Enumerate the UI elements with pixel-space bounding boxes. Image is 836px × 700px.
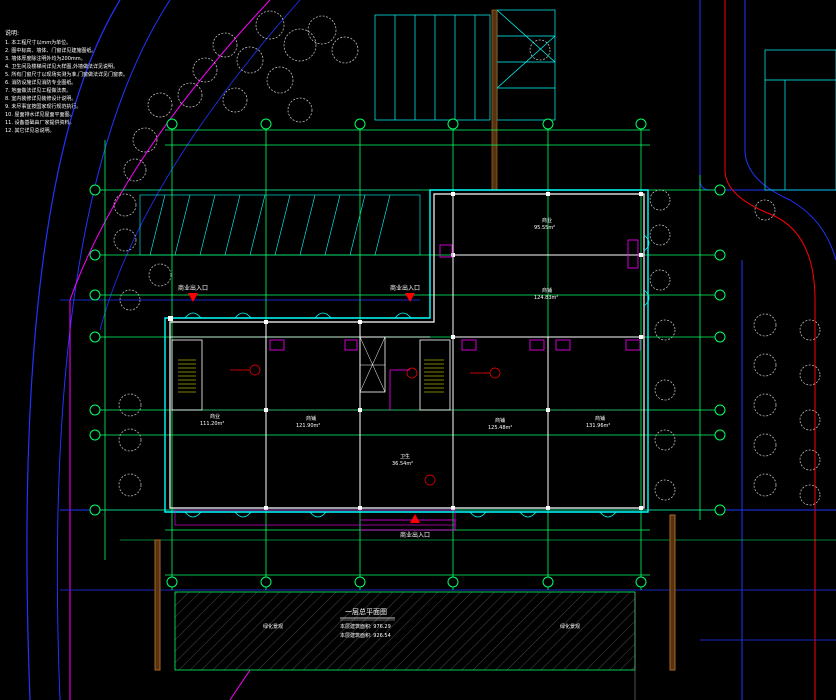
plan-title: 一层总平面图 <box>345 607 387 616</box>
entrance-label-nw: 商业出入口 <box>178 284 208 292</box>
room-name: 商铺 <box>542 287 552 294</box>
entrance-labels: 商业出入口 商业出入口 商业出入口 <box>178 284 430 539</box>
room-name: 商业 <box>542 217 552 224</box>
note-line: 9. 未尽事宜按国家现行规范执行。 <box>5 103 81 110</box>
entrance-label-ne: 商业出入口 <box>390 284 420 292</box>
grid-bubbles <box>89 118 726 588</box>
room-name: 商铺 <box>306 415 316 422</box>
room-area: 124.83m² <box>534 295 558 301</box>
room-area: 131.96m² <box>586 423 610 429</box>
general-notes: 说明: 1. 本工程尺寸以mm为单位。 2. 图中标高、墙体、门窗详见建施图纸。… <box>5 29 128 134</box>
plan-area-line: 本层建筑面积: 926.54 <box>340 632 391 639</box>
notes-heading: 说明: <box>5 29 19 37</box>
note-line: 3. 墙体厚度除注明外均为200mm。 <box>5 55 86 62</box>
room-name: 商铺 <box>595 415 605 422</box>
entrance-label-south: 商业出入口 <box>400 531 430 539</box>
room-area: 36.54m² <box>392 461 413 467</box>
note-line: 11. 设备基础由厂家提供资料。 <box>5 119 75 126</box>
note-line: 1. 本工程尺寸以mm为单位。 <box>5 39 71 46</box>
note-line: 6. 消防设施详见消防专业图纸。 <box>5 79 76 86</box>
room-area: 125.48m² <box>488 425 512 431</box>
trees <box>113 10 821 506</box>
room-area: 121.90m² <box>296 423 320 429</box>
title-block: 一层总平面图 本层建筑面积: 976.29 本层建筑面积: 926.54 绿化景… <box>263 607 580 639</box>
note-line: 12. 其它详见总说明。 <box>5 127 55 134</box>
room-name: 商业 <box>210 413 220 420</box>
landscape-label-right: 绿化景观 <box>560 623 580 630</box>
note-line: 10. 屋面排水详见屋面平面图。 <box>5 111 75 118</box>
landscape-area <box>154 514 676 700</box>
landscape-label-left: 绿化景观 <box>263 623 283 630</box>
north-parking <box>374 9 836 191</box>
note-line: 8. 室内装修详见装修设计说明。 <box>5 95 76 102</box>
note-line: 4. 卫生间及楼梯间详见大样图,外墙做法详见说明。 <box>5 63 118 70</box>
columns <box>168 192 643 510</box>
note-line: 2. 图中标高、墙体、门窗详见建施图纸。 <box>5 47 96 54</box>
plan-area-line: 本层建筑面积: 976.29 <box>340 623 391 630</box>
room-labels: 商业 111.20m² 商铺 121.90m² 卫生 36.54m² 商铺 12… <box>200 217 610 467</box>
west-parking <box>139 194 421 256</box>
room-area: 95.55m² <box>534 225 555 231</box>
doors <box>184 234 650 518</box>
red-tags <box>230 364 501 486</box>
note-line: 7. 地面做法详见工程做法表。 <box>5 87 71 94</box>
stairs <box>178 359 444 393</box>
room-name: 商铺 <box>495 417 505 424</box>
room-area: 111.20m² <box>200 421 224 427</box>
entrance-markers <box>188 293 420 523</box>
note-line: 5. 所有门窗尺寸以现场实测为准,门窗做法详见门窗表。 <box>5 71 128 78</box>
room-name: 卫生 <box>400 453 410 460</box>
building-walls <box>164 189 649 513</box>
fixtures <box>174 239 641 531</box>
